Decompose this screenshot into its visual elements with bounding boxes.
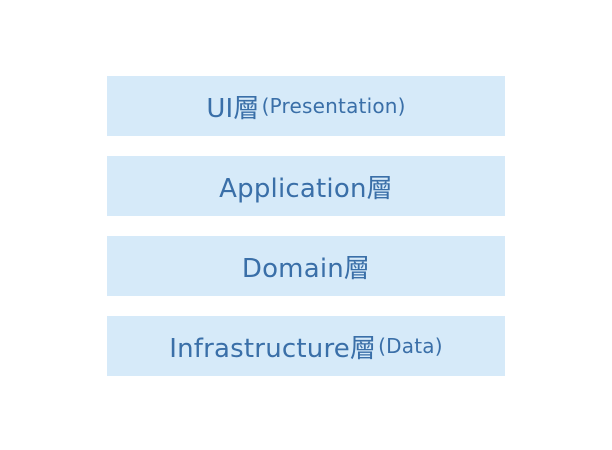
application-layer-box: Application層 [107, 156, 505, 216]
ui-layer-suffix: (Presentation) [261, 94, 406, 118]
domain-layer-box: Domain層 [107, 236, 505, 296]
application-layer-label: Application層 [219, 173, 393, 204]
infrastructure-layer-suffix: (Data) [378, 334, 443, 358]
infrastructure-layer-box: Infrastructure層 (Data) [107, 316, 505, 376]
ui-layer-box: UI層 (Presentation) [107, 76, 505, 136]
ui-layer-label: UI層 [206, 93, 260, 124]
domain-layer-label: Domain層 [241, 253, 371, 284]
infrastructure-layer-label: Infrastructure層 [169, 333, 377, 364]
